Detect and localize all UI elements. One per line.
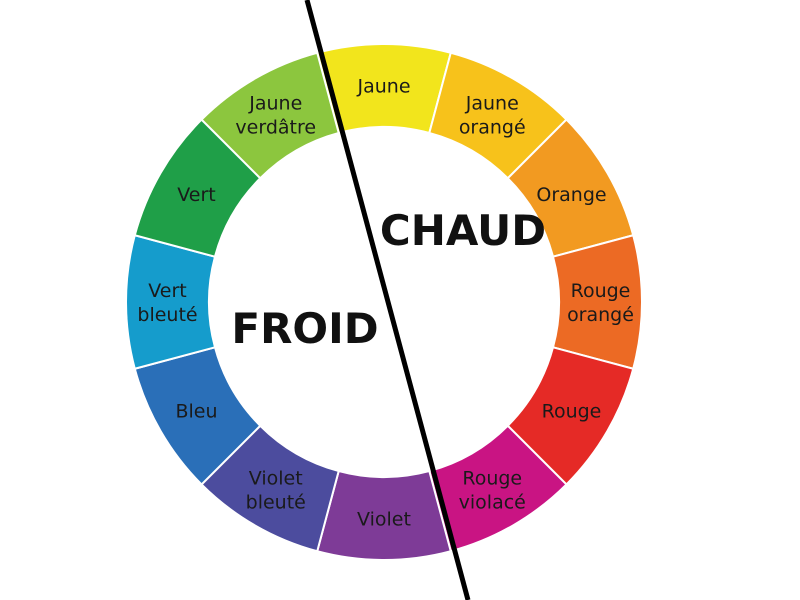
segment-label-line: Rouge	[542, 400, 602, 422]
segment-label: Violet	[357, 509, 411, 531]
segment-label-line: verdâtre	[235, 117, 316, 139]
segment-label: Jaune	[356, 76, 410, 98]
segment-label-line: violacé	[459, 491, 526, 513]
segment-label-line: Vert	[148, 280, 186, 302]
segment-label-line: Violet	[249, 467, 303, 489]
label-chaud: CHAUD	[380, 206, 546, 255]
segment-label-line: Orange	[536, 184, 606, 206]
segment-label-line: bleuté	[137, 304, 197, 326]
segment-label-line: Rouge	[462, 467, 522, 489]
segment-label-line: orangé	[459, 117, 526, 139]
segment-label-line: Jaune	[465, 93, 519, 115]
wheel-segment	[551, 234, 643, 370]
segment-label-line: Rouge	[571, 280, 631, 302]
wheel-segment	[125, 234, 217, 370]
segment-label: Vert	[177, 184, 215, 206]
color-wheel-ring	[125, 43, 643, 561]
segment-label-line: bleuté	[246, 491, 306, 513]
wheel-segment	[200, 51, 340, 180]
segment-label-line: Jaune	[248, 93, 302, 115]
label-froid: FROID	[231, 304, 378, 353]
segment-label-line: Jaune	[356, 76, 410, 98]
segment-label: Orange	[536, 184, 606, 206]
segment-label: Bleu	[175, 400, 217, 422]
segment-label-line: Bleu	[175, 400, 217, 422]
segment-label-line: Violet	[357, 509, 411, 531]
segment-label-line: orangé	[567, 304, 634, 326]
warm-cold-divider-line	[304, 0, 471, 600]
segment-label: Rouge	[542, 400, 602, 422]
segment-label-line: Vert	[177, 184, 215, 206]
